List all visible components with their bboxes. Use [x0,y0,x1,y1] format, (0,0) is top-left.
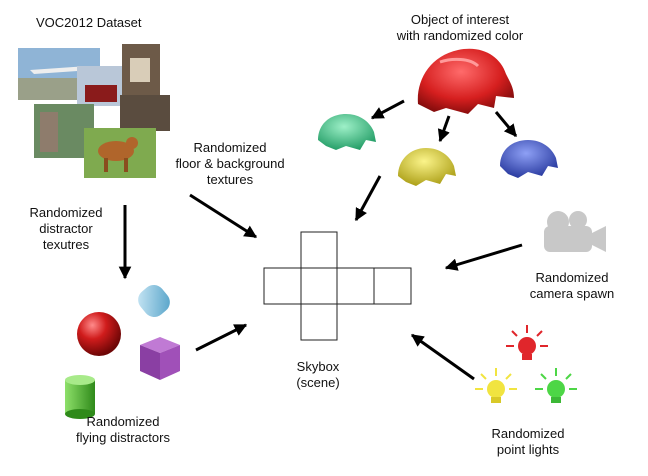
object-of-interest-label: Object of interest with randomized color [380,12,540,44]
object-of-interest-line1: Object of interest [410,12,510,27]
floor-background-line1: Randomized [193,140,267,155]
distractor-cube [140,337,180,380]
arrows [118,99,523,381]
camera-spawn-label: Randomized camera spawn [520,270,624,302]
floor-background-line2: floor & background [175,156,285,171]
flying-distractors [65,285,180,419]
arrow-floor-to-skybox [189,193,258,239]
arrow-distractors-to-skybox [195,323,248,352]
camera-icon [544,211,606,252]
flying-distractors-label: Randomized flying distractors [58,414,188,446]
distractor-textures-line2: distractor [39,221,93,236]
distractor-textures-line3: texutres [42,237,90,252]
blue-shell [500,140,558,178]
distractor-textures-label: Randomized distractor texutres [18,205,114,253]
point-lights-line1: Randomized [491,426,565,441]
green-shell [318,114,376,150]
yellow-shell [398,148,456,186]
red-light [506,325,548,360]
arrow-shells-to-skybox [354,175,382,222]
distractor-textures-line1: Randomized [29,205,103,220]
arrow-red-to-yellow [437,115,451,143]
skybox-line1: Skybox [296,359,340,374]
skybox-line2: (scene) [296,375,340,390]
arrow-red-to-green [370,99,405,120]
distractor-sphere [77,312,121,356]
skybox-cross [263,231,412,341]
camera-spawn-line2: camera spawn [529,286,615,301]
arrow-red-to-blue [494,111,518,137]
arrow-lights-to-skybox [410,333,475,381]
skybox-label: Skybox (scene) [278,359,358,391]
floor-background-label: Randomized floor & background textures [170,140,290,188]
floor-background-line3: textures [206,172,254,187]
lightbulb-icon [475,325,577,403]
photo-collage-icon [18,44,170,178]
flying-distractors-line1: Randomized [86,414,160,429]
object-of-interest-line2: with randomized color [396,28,524,43]
distractor-cylinder [65,375,95,419]
flying-distractors-line2: flying distractors [76,430,170,445]
distractor-capsule [138,285,170,317]
camera-spawn-line1: Randomized [535,270,609,285]
green-light [535,368,577,403]
car-shell-icon [417,48,514,115]
arrow-camera-to-skybox [444,243,523,271]
point-lights-line2: point lights [496,442,560,457]
yellow-light [475,368,517,403]
voc-dataset-label: VOC2012 Dataset [36,15,142,30]
point-lights-label: Randomized point lights [478,426,578,458]
